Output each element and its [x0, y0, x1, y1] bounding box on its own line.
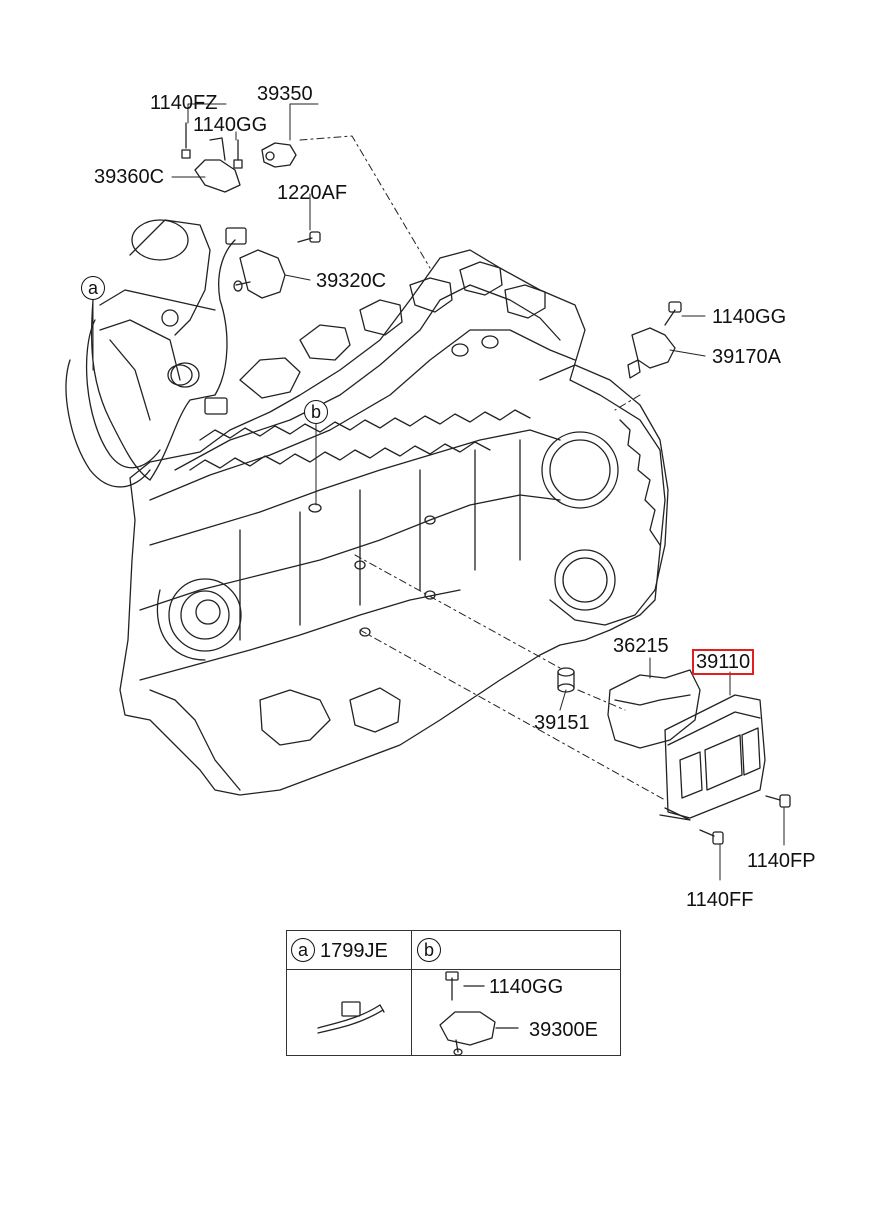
- sensor-39320c-drawing: [233, 249, 286, 299]
- assembly-dash-lines: [299, 135, 666, 801]
- legend-bolt-1140gg[interactable]: 1140GG: [489, 976, 564, 998]
- bracket-39360c-drawing: [194, 137, 241, 193]
- legend-symbols: [317, 971, 519, 1056]
- label-39170a[interactable]: 39170A: [712, 346, 781, 368]
- engine-block-drawing: [119, 249, 669, 796]
- label-39151[interactable]: 39151: [534, 712, 590, 734]
- ecu-39110-drawing: [659, 694, 766, 821]
- bolt-1140fp-drawing: [765, 794, 791, 808]
- leader-lines: [92, 103, 785, 881]
- callout-b[interactable]: b: [304, 400, 328, 424]
- sensor-39170a-drawing: [627, 327, 676, 379]
- bolt-1140gg-right-drawing: [664, 301, 682, 326]
- label-1140fz[interactable]: 1140FZ: [150, 92, 218, 114]
- spacer-39151-drawing: [557, 667, 575, 693]
- label-36215[interactable]: 36215: [613, 635, 669, 657]
- legend-part-39300e[interactable]: 39300E: [529, 1019, 598, 1041]
- label-1140gg-right[interactable]: 1140GG: [712, 306, 787, 328]
- legend-table: a 1799JE b 1140GG 39300E: [286, 930, 621, 1056]
- turbo-intake-drawing: [65, 219, 247, 488]
- bracket-36215-drawing: [607, 669, 701, 749]
- label-1140fp[interactable]: 1140FP: [747, 850, 816, 872]
- label-39320c[interactable]: 39320C: [316, 270, 387, 292]
- legend-divider: [411, 931, 412, 1055]
- bolt-1140ff-drawing: [699, 829, 724, 845]
- label-39350[interactable]: 39350: [257, 83, 313, 105]
- bolt-1140gg-top-drawing: [233, 139, 243, 169]
- callout-a[interactable]: a: [81, 276, 105, 300]
- legend-callout-b: b: [417, 938, 441, 962]
- label-1140ff[interactable]: 1140FF: [686, 889, 754, 911]
- bolt-1220af-drawing: [297, 231, 321, 243]
- label-39110-highlighted[interactable]: 39110: [692, 649, 755, 675]
- bolt-1140fz-drawing: [181, 122, 191, 159]
- label-39360c[interactable]: 39360C: [94, 166, 165, 188]
- label-1140gg-top[interactable]: 1140GG: [193, 114, 268, 136]
- legend-header-row: [287, 931, 620, 970]
- sensor-39350-drawing: [261, 142, 297, 168]
- legend-part-1799je[interactable]: 1799JE: [320, 940, 388, 962]
- legend-callout-a: a: [291, 938, 315, 962]
- label-1220af[interactable]: 1220AF: [277, 182, 348, 204]
